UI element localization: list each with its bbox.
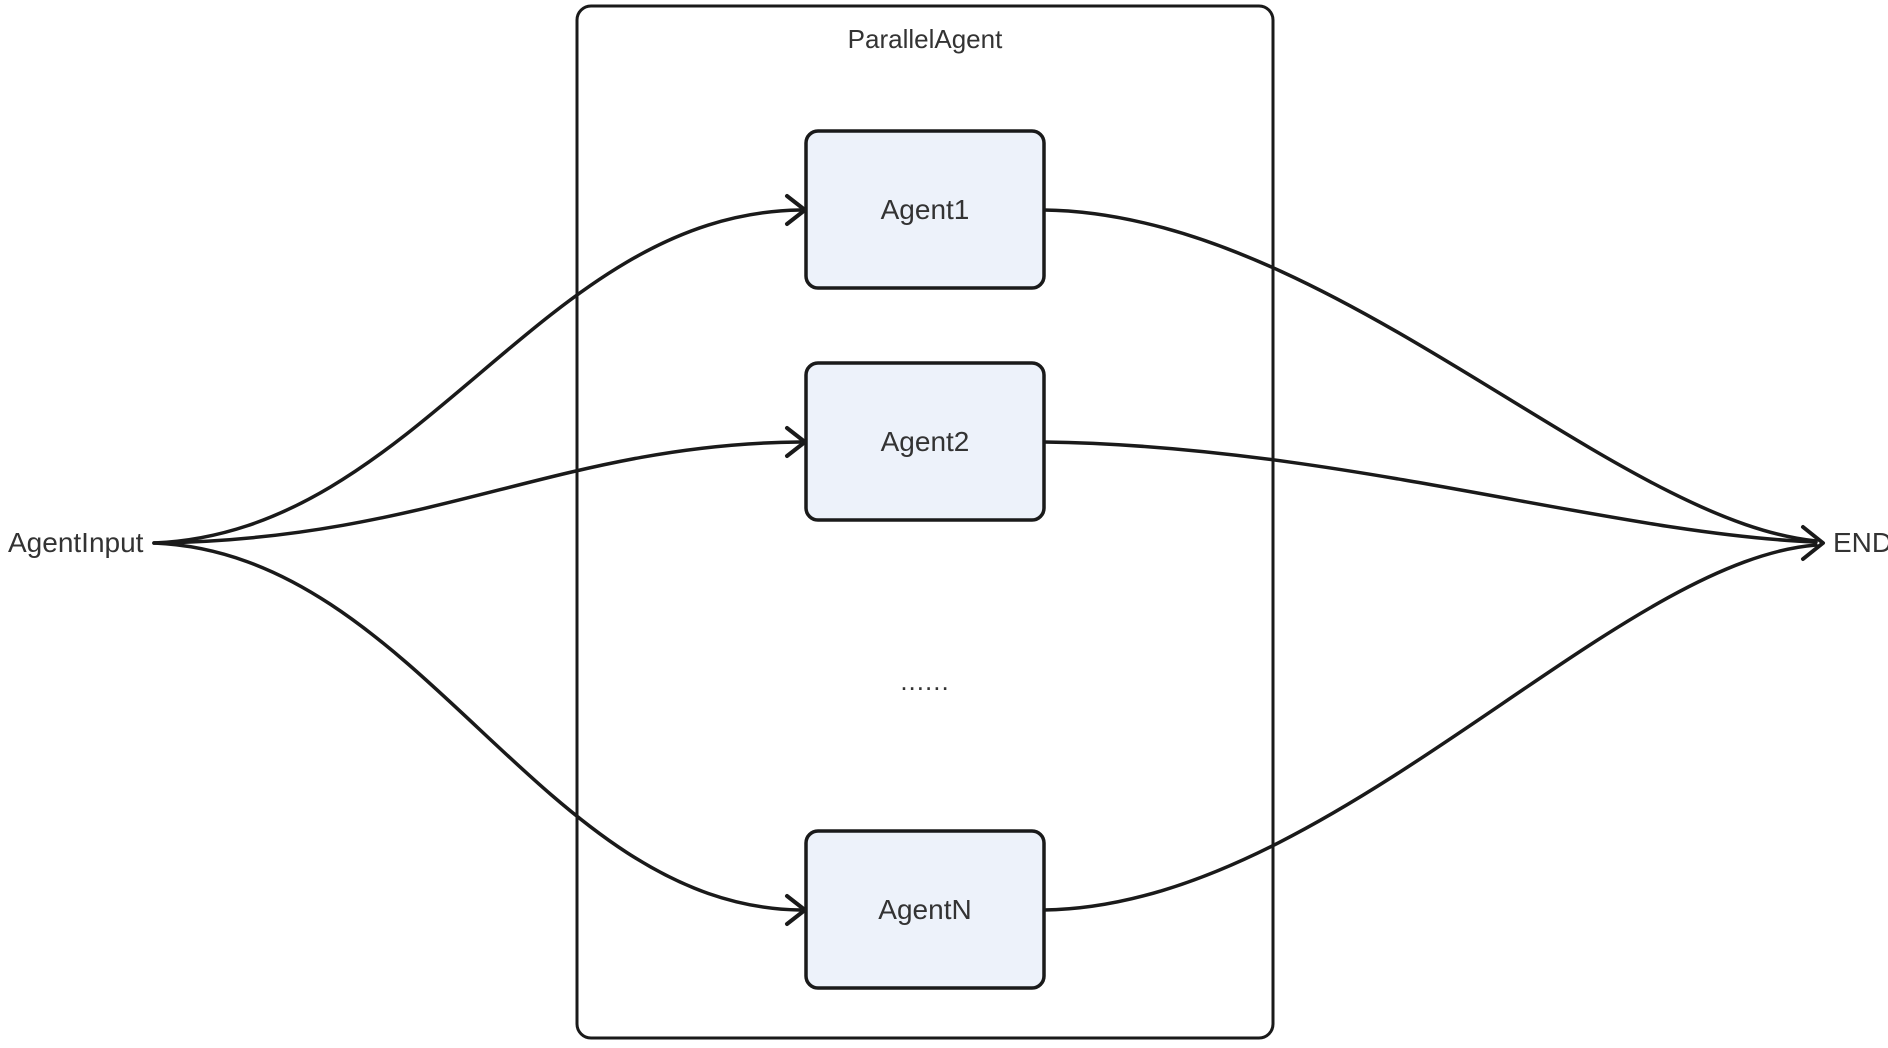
node-agent2-box <box>804 361 1046 522</box>
container-border <box>575 4 1275 1040</box>
arrowhead-end <box>1801 525 1825 561</box>
edge-agent2-end <box>1042 440 1818 544</box>
node-agent1-label: Agent1 <box>881 194 970 225</box>
node-agentn-box <box>804 829 1046 990</box>
edge-agent1-end <box>1042 208 1818 543</box>
edge-agentinput-agent2 <box>152 440 802 545</box>
arrowheads <box>785 194 1825 926</box>
label-agentinput: AgentInput <box>8 527 144 558</box>
edge-agentn-end <box>1042 543 1818 912</box>
node-agent1-box <box>804 129 1046 290</box>
node-agent2: Agent2 <box>804 361 1046 522</box>
container-title: ParallelAgent <box>848 24 1003 54</box>
edge-agentinput-agent1 <box>152 208 802 545</box>
label-end: END <box>1833 527 1888 558</box>
node-agentn-label: AgentN <box>878 894 971 925</box>
edges <box>152 208 1818 912</box>
node-agent2-label: Agent2 <box>881 426 970 457</box>
container-parallelagent: ParallelAgent <box>575 4 1275 1040</box>
node-agentn: AgentN <box>804 829 1046 990</box>
node-agent1: Agent1 <box>804 129 1046 290</box>
node-ellipsis-label: ...... <box>900 666 949 696</box>
edge-agentinput-agentn <box>152 541 802 912</box>
